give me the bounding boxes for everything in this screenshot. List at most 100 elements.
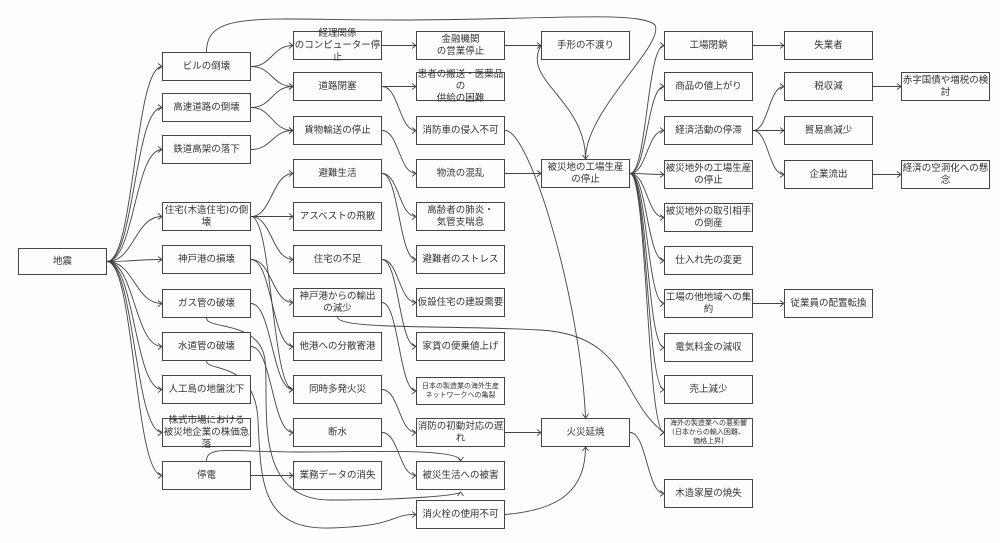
node-fires: 同時多発火災 <box>293 375 382 404</box>
connector-evacuation-to-elderly <box>381 173 417 217</box>
node-price-up: 商品の値上がり <box>664 72 753 101</box>
connector-earthquake-to-railway <box>106 149 163 262</box>
node-blackout: 停電 <box>162 461 251 490</box>
node-overseas: 海外の製造業への悪影響 (日本からの輸入困難、 価格上昇) <box>664 418 753 447</box>
node-partner-bankrupt: 被災地外の取引相手 の倒産 <box>664 203 753 232</box>
node-railway: 鉄道高架の落下 <box>162 135 251 164</box>
node-wood-burn: 木造家屋の焼失 <box>664 479 753 508</box>
node-kobe-port: 神戸港の損壊 <box>162 245 251 274</box>
connector-export-to-overseas <box>337 316 665 433</box>
node-trade-down: 貿易高減少 <box>784 116 873 145</box>
connector-bills-to-factory_stop <box>536 45 586 160</box>
node-tax-down: 税収減 <box>784 72 873 101</box>
connector-fire_truck-to-fire_spread <box>504 130 586 419</box>
node-power-revenue: 電気料金の減収 <box>664 333 753 362</box>
node-stock: 株式市場における 被災地企業の株価急落 <box>162 414 251 450</box>
connector-evacuation-to-stress <box>381 173 417 260</box>
connector-water-to-hydrant <box>206 360 417 529</box>
connector-water-to-water_cut <box>250 346 294 433</box>
arrowhead-icon <box>582 446 589 452</box>
node-building: ビルの倒壊 <box>162 52 251 81</box>
connector-earthquake-to-kobe_port <box>106 259 163 262</box>
node-other-ports: 他港への分散寄港 <box>293 332 382 361</box>
connector-kobe_port-to-export <box>250 259 294 303</box>
connector-factory_stop-to-supplier_change <box>629 173 665 261</box>
node-elderly: 高齢者の肺炎・ 気管支喘息 <box>416 202 505 231</box>
connector-hydrant-to-fire_spread <box>504 446 586 515</box>
node-accounting: 経理関係 のコンピューター停止 <box>293 27 382 63</box>
node-asbestos: アスベストの飛散 <box>293 202 382 231</box>
connector-building-to-road_block <box>250 66 294 87</box>
connector-factory_stop-to-econ_stall <box>629 130 665 174</box>
connector-factory_stop-to-outside_factory <box>629 173 665 175</box>
node-finance: 金融機関 の営業停止 <box>416 31 505 60</box>
connector-factory_stop-to-sales_down <box>629 173 665 390</box>
node-fire-truck: 消防車の侵入不可 <box>416 116 505 145</box>
connector-factory_stop-to-closure <box>629 45 665 174</box>
node-water: 水道管の破壊 <box>162 332 251 361</box>
node-patients: 患者の搬送・医薬品の 供給の困難 <box>416 68 505 104</box>
connector-water_cut-to-life_damage <box>381 432 417 476</box>
node-factory-stop: 被災地の工場生産 の停止 <box>541 159 630 188</box>
node-bills: 手形の不渡り <box>541 31 630 60</box>
connector-railway-to-freight <box>250 130 294 150</box>
node-house-short: 住宅の不足 <box>293 245 382 274</box>
node-econ-stall: 経済活動の停滞 <box>664 116 753 145</box>
node-hydrant: 消火栓の使用不可 <box>416 500 505 529</box>
node-life-damage: 被災生活への被害 <box>416 461 505 490</box>
node-stress: 避難者のストレス <box>416 245 505 274</box>
node-closure: 工場閉鎖 <box>664 31 753 60</box>
node-company-exit: 企業流出 <box>784 160 873 189</box>
connector-factory_stop-to-price_up <box>629 86 665 174</box>
node-deficit: 赤字国債や増税の検討 <box>901 72 990 101</box>
node-island: 人工島の地盤沈下 <box>162 375 251 404</box>
node-road-block: 道路閉塞 <box>293 72 382 101</box>
node-unemployed: 失業者 <box>784 31 873 60</box>
connector-road_block-to-fire_truck <box>381 86 417 131</box>
node-outside-factory: 被災地外の工場生産 の停止 <box>664 160 753 189</box>
node-export: 神戸港からの輸出 の減少 <box>293 288 382 317</box>
node-consolidation: 工場の他地域への集約 <box>664 289 753 318</box>
connector-earthquake-to-water <box>106 261 163 347</box>
connector-fire_spread-to-wood_burn <box>629 432 665 494</box>
connector-housing-to-house_short <box>250 216 294 260</box>
connector-earthquake-to-stock <box>106 261 163 433</box>
connector-building-to-factory_stop <box>206 16 657 160</box>
node-temp-housing: 仮設住宅の建設需要 <box>416 288 505 317</box>
node-fire-delay: 消防の初動対応の遅れ <box>416 418 505 447</box>
node-rent: 家賃の便乗値上げ <box>416 332 505 361</box>
node-hollowing: 経済の空洞化への懸念 <box>901 160 990 189</box>
arrowhead-icon <box>457 491 464 497</box>
connector-blackout-to-life_damage <box>206 450 461 462</box>
connector-factory_stop-to-consolidation <box>629 173 665 304</box>
connector-house_short-to-rent <box>381 259 417 347</box>
node-highway: 高速道路の倒壊 <box>162 93 251 122</box>
connector-earthquake-to-island <box>106 261 163 390</box>
connector-house_short-to-temp_housing <box>381 259 417 303</box>
node-network: 日本の製造業の海外生産 ネットワークへの亀裂 <box>416 377 505 405</box>
connector-factory_stop-to-partner_bankrupt <box>629 173 665 218</box>
node-data-loss: 業務データの消失 <box>293 461 382 490</box>
connector-earthquake-to-housing <box>106 216 163 262</box>
connector-factory_stop-to-overseas <box>629 173 665 433</box>
node-supplier-change: 仕入れ先の変更 <box>664 246 753 275</box>
connector-econ_stall-to-company_exit <box>752 130 785 175</box>
connector-gas-to-fires <box>250 303 294 390</box>
connector-building-to-accounting <box>250 45 294 67</box>
connector-fires-to-fire_delay <box>381 389 417 433</box>
connector-export-to-network <box>381 302 417 392</box>
node-sales-down: 売上減少 <box>664 375 753 404</box>
connector-highway-to-freight <box>250 107 294 131</box>
node-logistics: 物流の混乱 <box>416 159 505 188</box>
node-housing: 住宅(木造住宅)の倒壊 <box>162 202 251 231</box>
connector-econ_stall-to-tax_down <box>752 86 785 131</box>
connector-kobe_port-to-other_ports <box>250 259 294 347</box>
node-freight: 貨物輸送の停止 <box>293 116 382 145</box>
connector-gas-to-life_damage <box>206 317 461 501</box>
node-gas: ガス管の破壊 <box>162 289 251 318</box>
connector-freight-to-logistics <box>381 130 417 174</box>
node-earthquake: 地震 <box>18 248 107 275</box>
connector-factory_stop-to-power_revenue <box>629 173 665 348</box>
node-staff-transfer: 従業員の配置転換 <box>784 289 873 318</box>
